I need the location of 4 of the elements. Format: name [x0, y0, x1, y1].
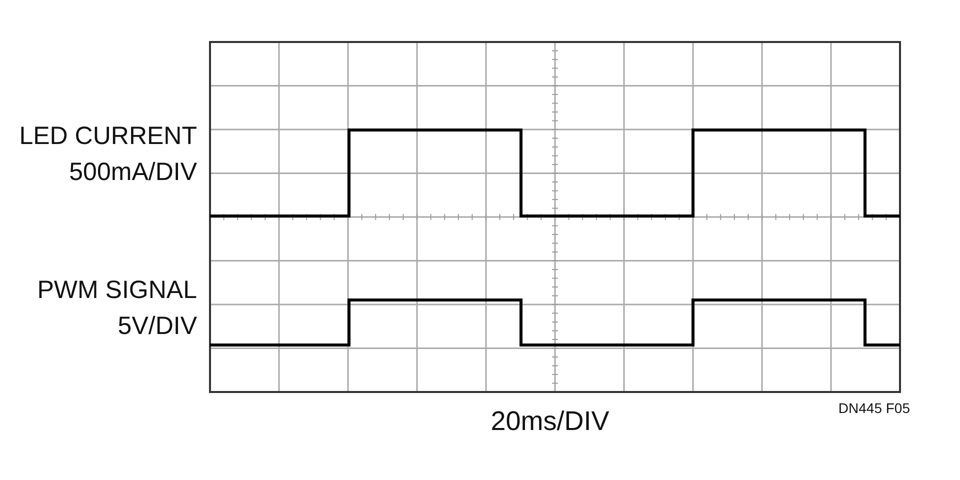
time-scale-label: 20ms/DIV: [490, 405, 610, 438]
figure-number: DN445 F05: [837, 399, 910, 418]
channel-scale-label: LED CURRENT 500mA/DIV: [18, 121, 197, 188]
channel-scale-label: PWM SIGNAL 5V/DIV: [36, 275, 197, 342]
